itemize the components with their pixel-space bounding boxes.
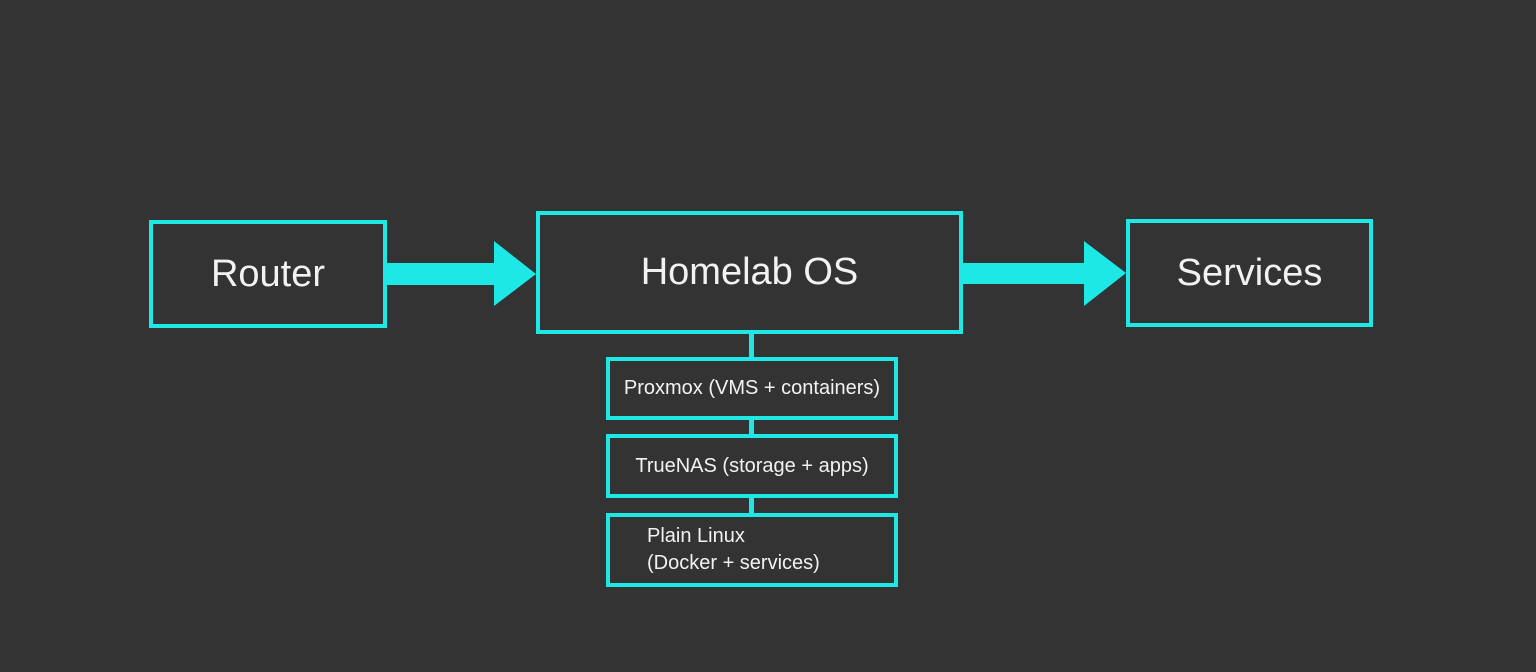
truenas-option-node: TrueNAS (storage + apps) (606, 434, 898, 498)
services-node: Services (1126, 219, 1373, 327)
homelab-os-label: Homelab OS (640, 251, 859, 293)
services-label: Services (1176, 251, 1323, 294)
arrow-router-to-homelab (387, 241, 536, 306)
homelab-os-node: Homelab OS (536, 211, 963, 334)
router-node: Router (149, 220, 387, 328)
plain-linux-label-line2: (Docker + services) (647, 552, 820, 574)
plain-linux-option-node: Plain Linux (Docker + services) (606, 513, 898, 587)
proxmox-label: Proxmox (VMS + containers) (623, 377, 881, 399)
arrow-homelab-to-services (963, 241, 1126, 306)
proxmox-option-node: Proxmox (VMS + containers) (606, 357, 898, 420)
plain-linux-label-line1: Plain Linux (647, 525, 745, 547)
truenas-label: TrueNAS (storage + apps) (635, 454, 869, 477)
connector-proxmox-truenas (749, 420, 754, 434)
connector-truenas-plainlinux (749, 498, 754, 513)
connector-homelab-proxmox (749, 334, 754, 357)
router-label: Router (210, 252, 326, 295)
